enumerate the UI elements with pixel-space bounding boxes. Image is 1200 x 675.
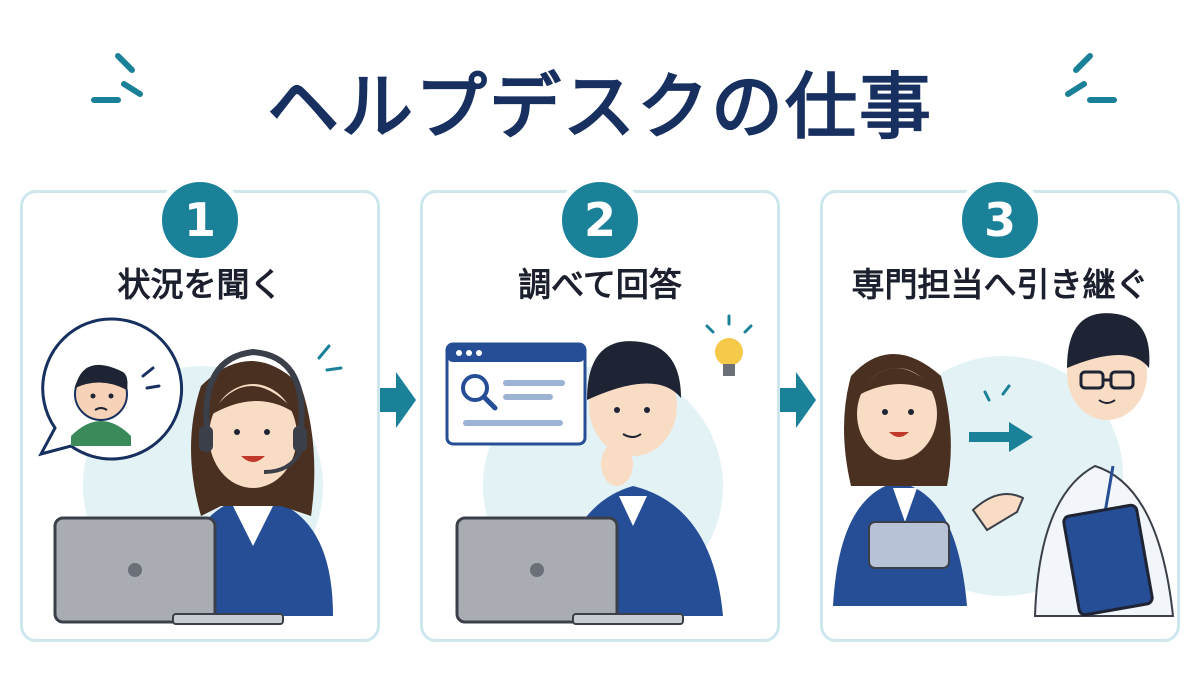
arrow-right-icon — [780, 372, 816, 428]
search-window-icon — [445, 342, 587, 446]
operator-headset-illustration — [38, 317, 343, 625]
worried-user-bubble — [38, 317, 184, 461]
step-number-badge: 1 — [156, 176, 244, 264]
handoff-illustration — [833, 313, 1175, 617]
lightbulb-icon — [705, 314, 753, 376]
laptop-icon — [455, 516, 684, 625]
tablet-icon — [868, 521, 950, 569]
step-label: 調べて回答 — [518, 265, 682, 304]
laptop-icon — [53, 516, 284, 625]
tablet-icon — [1062, 503, 1154, 617]
sparkle-icon — [91, 53, 143, 103]
arrow-right-icon — [380, 372, 416, 428]
arrow-right-icon — [969, 384, 1033, 452]
sparkle-icon — [1065, 53, 1117, 103]
page-title: ヘルプデスクの仕事 — [266, 65, 933, 149]
step-label: 状況を聞く — [117, 265, 283, 304]
step-number-badge: 2 — [556, 176, 644, 264]
step-label: 専門担当へ引き継ぐ — [851, 265, 1149, 304]
researching-staff-illustration — [445, 314, 753, 625]
step-number-badge: 3 — [956, 176, 1044, 264]
